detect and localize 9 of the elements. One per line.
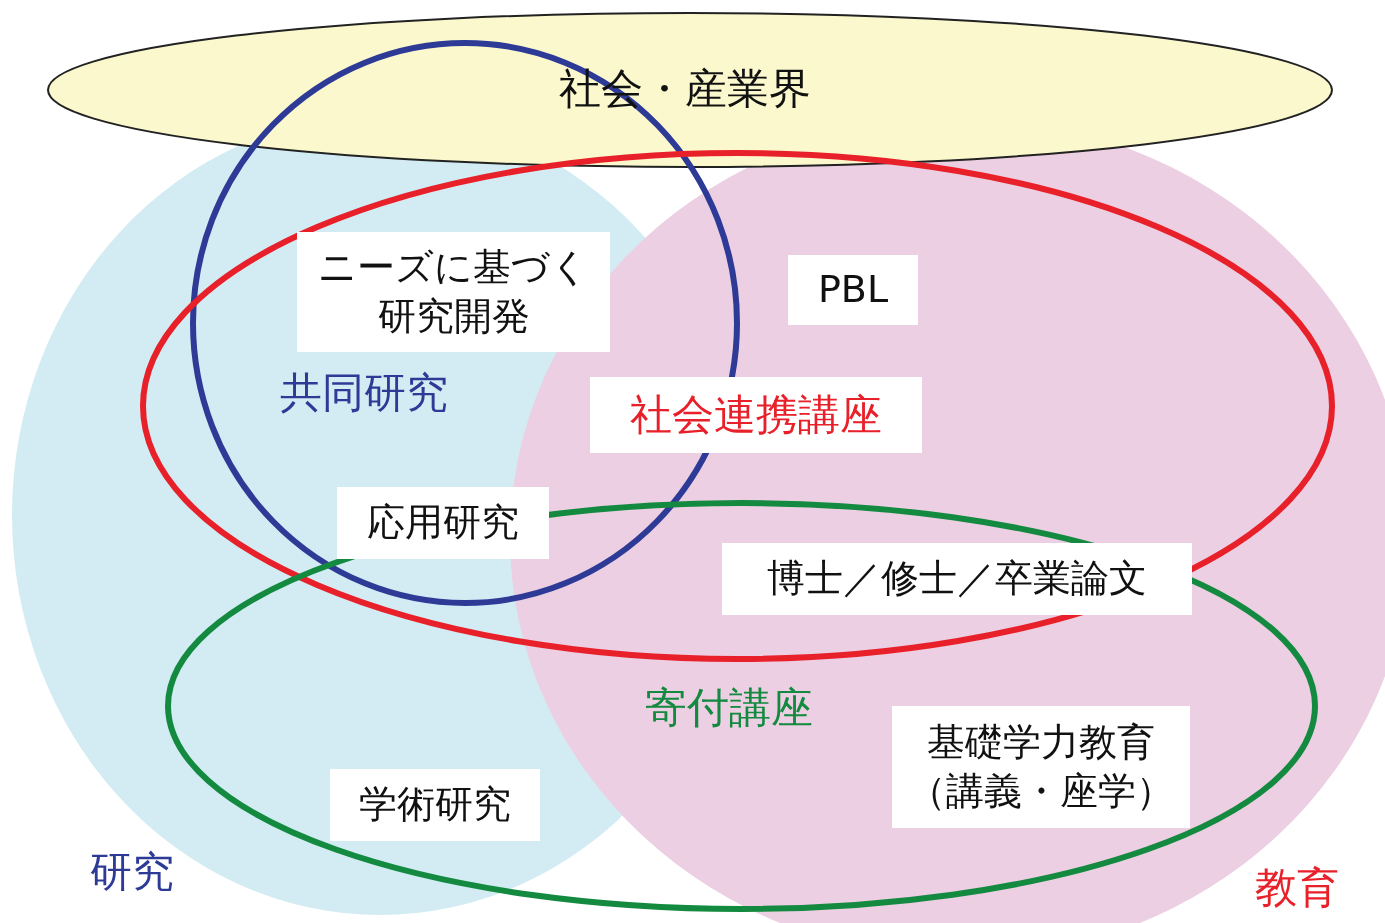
venn-label: 研究 <box>90 847 174 898</box>
label-box: 基礎学力教育（講義・座学） <box>892 706 1190 828</box>
label-box: 博士／修士／卒業論文 <box>722 543 1192 615</box>
venn-label: 教育 <box>1255 863 1339 914</box>
label-box: PBL <box>788 255 918 325</box>
label-box: 学術研究 <box>330 769 540 841</box>
venn-label: 共同研究 <box>280 368 448 419</box>
venn-label: 寄付講座 <box>645 683 813 734</box>
label-box: 社会連携講座 <box>590 377 922 453</box>
